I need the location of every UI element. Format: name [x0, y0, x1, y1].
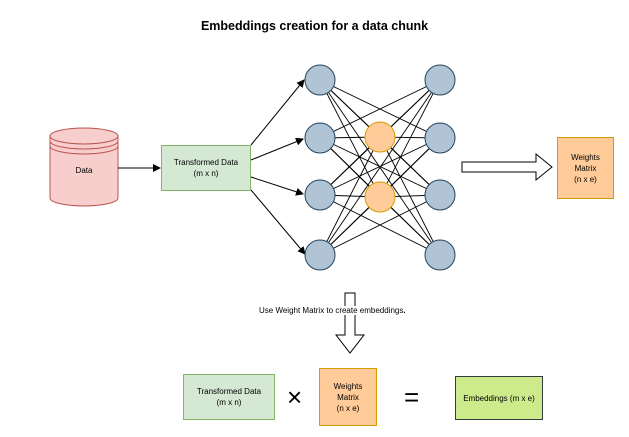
data-cylinder-icon	[49, 127, 119, 207]
hollow-arrow-down-icon	[334, 292, 366, 354]
network-nodes	[304, 64, 456, 271]
network-edge	[319, 194, 441, 256]
weights-matrix-line1: Weights	[571, 152, 600, 162]
output-node	[424, 64, 456, 96]
equation-left-label: Transformed Data	[196, 387, 262, 396]
input-node	[304, 64, 336, 96]
transformed-data-box: Transformed Data (m x n)	[161, 145, 251, 191]
network-edge	[319, 79, 441, 256]
hollow-arrow-right-icon	[461, 152, 553, 182]
input-arrows	[250, 79, 306, 255]
weights-matrix-box: Weights Matrix (n x e)	[557, 137, 614, 199]
input-node	[304, 179, 336, 211]
data-label: Data	[50, 160, 118, 180]
network-edge	[319, 79, 381, 198]
output-node	[424, 179, 456, 211]
input-node	[304, 239, 336, 271]
network-edge	[379, 79, 441, 198]
equation-mid-line2: Matrix	[337, 392, 359, 402]
network-edge	[319, 79, 441, 139]
caption-period: .	[403, 306, 406, 315]
diagram-title: Embeddings creation for a data chunk	[200, 19, 429, 33]
weights-matrix-line2: Matrix	[574, 163, 597, 173]
equation-mid-line1: Weights	[333, 381, 363, 391]
equation-mid-dims: (n x e)	[336, 403, 360, 413]
output-node	[424, 122, 456, 154]
data-store-label: Data	[75, 165, 93, 175]
weights-matrix-dims: (n x e)	[574, 174, 597, 184]
multiply-symbol: ×	[287, 382, 303, 412]
embeddings-box: Embeddings (m x e)	[455, 376, 543, 420]
equation-transformed-data-box: Transformed Data (m x n)	[183, 374, 275, 420]
input-node	[304, 122, 336, 154]
equals-symbol: =	[404, 382, 420, 412]
caption-label: Use Weight Matrix to create embeddings	[259, 306, 404, 315]
output-node	[424, 239, 456, 271]
equation-left-dims: (m x n)	[216, 398, 242, 407]
caption-text: Use Weight Matrix to create embeddings.	[259, 306, 406, 315]
embeddings-label: Embeddings (m x e)	[463, 393, 535, 403]
hidden-node	[364, 181, 396, 213]
network-edge	[319, 136, 381, 256]
network-edges	[319, 79, 441, 256]
transformed-data-label: Transformed Data	[173, 158, 239, 167]
hidden-node	[364, 121, 396, 153]
equation-weights-box: Weights Matrix (n x e)	[319, 368, 377, 426]
network-edge	[319, 137, 441, 196]
transformed-data-dims: (m x n)	[193, 169, 219, 178]
